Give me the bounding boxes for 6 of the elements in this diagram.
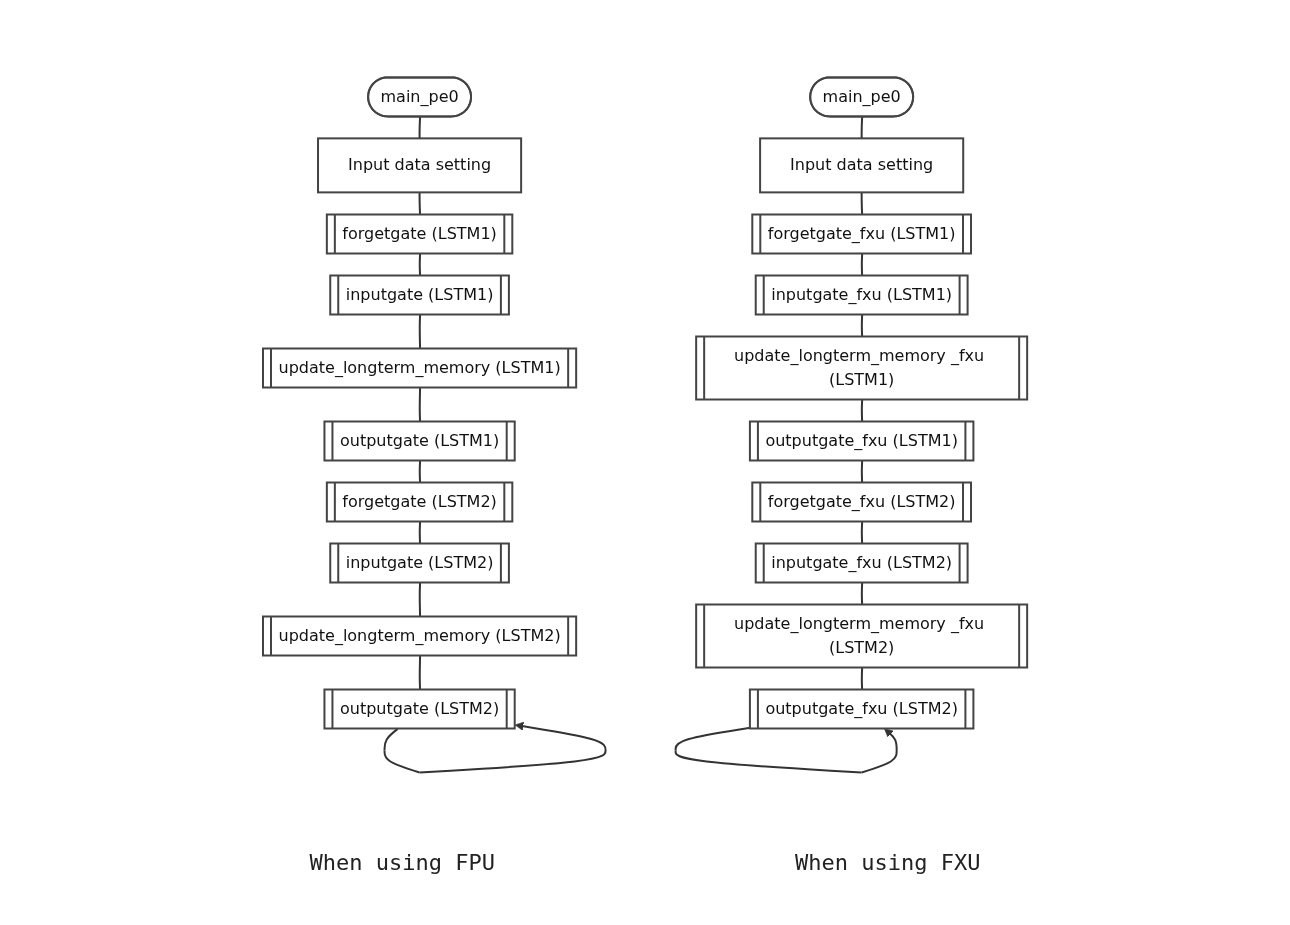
caption-text: When using FXU [795, 850, 981, 875]
connector [860, 115, 864, 140]
caption-text: When using FPU [309, 850, 495, 875]
node-box: Input data setting [759, 137, 965, 194]
connector [418, 115, 421, 140]
node-box: Input data setting [316, 137, 523, 194]
